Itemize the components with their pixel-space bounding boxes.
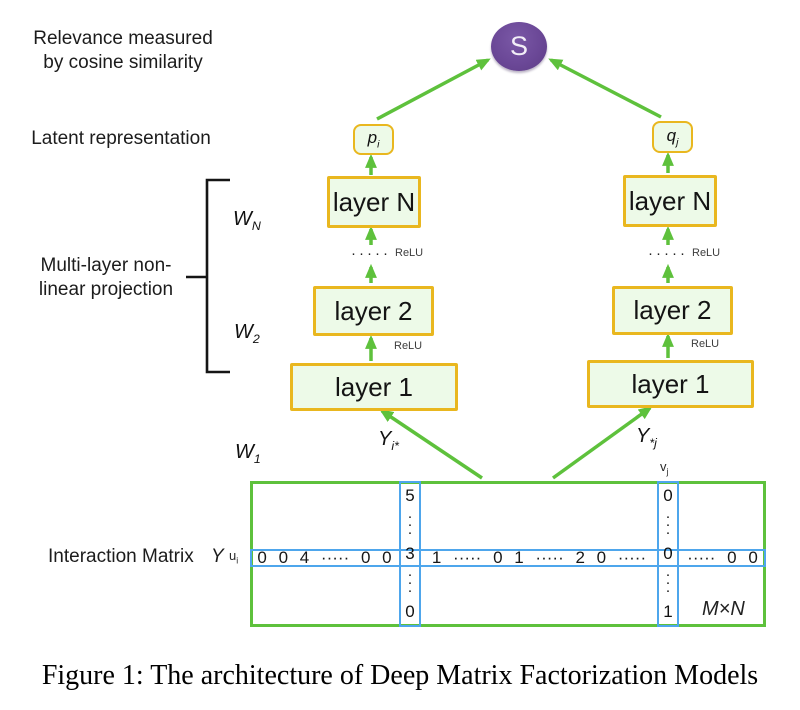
left-relu-label-upper: ReLU xyxy=(395,247,424,259)
row-values-right: ····· 0 0 xyxy=(687,548,758,567)
latent-p-box: pi xyxy=(353,124,394,155)
interaction-matrix-label: Interaction Matrix Y xyxy=(48,546,224,567)
right-relu-label-lower: ReLU xyxy=(691,338,720,350)
matrix-dimensions-label: M×N xyxy=(702,598,745,620)
cosine-similarity-node: S xyxy=(491,22,547,71)
arrow-p-to-s-icon xyxy=(376,58,491,121)
vertical-ellipsis: ··· xyxy=(407,566,413,599)
relevance-label: Relevance measured by cosine similarity xyxy=(33,28,213,74)
vertical-ellipsis: ··· xyxy=(407,508,413,541)
right-layer-1-box: layer 1 xyxy=(587,360,754,408)
latent-q-box: qj xyxy=(652,121,693,153)
right-layer-2-box: layer 2 xyxy=(612,286,733,335)
right-hidden-layers-dots: ····· xyxy=(648,245,688,262)
vertical-ellipsis: ··· xyxy=(665,566,671,599)
highlighted-item-column-left: 5 ··· 3 ··· 0 xyxy=(399,481,421,627)
left-relu-label-lower: ReLU xyxy=(394,340,423,352)
latent-representation-label: Latent representation xyxy=(31,128,211,149)
figure-caption: Figure 1: The architecture of Deep Matri… xyxy=(41,660,759,691)
row-values-mid: 1 ····· 0 1 ····· 2 0 ····· xyxy=(431,548,647,567)
v-j-label: vj xyxy=(660,459,669,477)
right-layer-n-box: layer N xyxy=(623,175,717,227)
similarity-node-label: S xyxy=(509,31,528,61)
y-row-label: Yi* xyxy=(378,428,399,453)
arrow-q-to-s-icon xyxy=(548,58,662,119)
u-i-label: ui xyxy=(229,548,239,566)
right-relu-label-upper: ReLU xyxy=(692,247,721,259)
weight-n-label: WN xyxy=(233,208,261,233)
left-layer-1-box: layer 1 xyxy=(290,363,458,411)
y-col-label: Y*j xyxy=(636,425,657,450)
vertical-ellipsis: ··· xyxy=(665,508,671,541)
highlighted-user-row xyxy=(250,549,766,567)
matrix-symbol-y: Y xyxy=(211,546,224,567)
left-layer-n-box: layer N xyxy=(327,176,421,228)
left-layer-2-box: layer 2 xyxy=(313,286,434,336)
left-hidden-layers-dots: ····· xyxy=(351,245,391,262)
weight-1-label: W1 xyxy=(235,441,261,466)
row-values-left: 0 0 4 ····· 0 0 xyxy=(257,548,392,567)
highlighted-item-column-right: 0 ··· 0 ··· 1 xyxy=(657,481,679,627)
projection-bracket xyxy=(186,178,230,374)
projection-label: Multi-layer non- linear projection xyxy=(38,255,174,301)
weight-2-label: W2 xyxy=(234,321,260,346)
